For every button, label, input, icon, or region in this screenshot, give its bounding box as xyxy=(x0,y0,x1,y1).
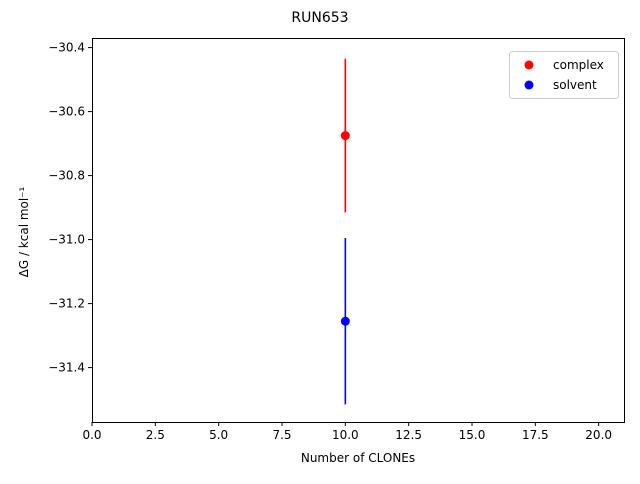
legend-frame xyxy=(509,51,619,99)
legend-items: complex solvent xyxy=(524,58,604,92)
x-tick-label: 0.0 xyxy=(82,428,101,442)
y-tick-label: −31.4 xyxy=(48,361,85,375)
x-tick-label: 7.5 xyxy=(272,428,291,442)
legend: complex solvent xyxy=(509,51,619,99)
y-tick-label: −31.2 xyxy=(48,297,85,311)
x-tick-label: 2.5 xyxy=(146,428,165,442)
y-tick-label: −30.6 xyxy=(48,105,85,119)
marks-layer xyxy=(340,58,350,405)
legend-marker-solvent xyxy=(524,80,534,90)
x-axis-label: Number of CLONEs xyxy=(301,451,415,465)
complex-point xyxy=(340,131,350,141)
y-tick-label: −30.4 xyxy=(48,41,85,55)
legend-marker-complex xyxy=(524,60,534,70)
x-tick-label: 20.0 xyxy=(585,428,612,442)
y-tick-label: −31.0 xyxy=(48,233,85,247)
x-tick-label: 17.5 xyxy=(522,428,549,442)
x-axis: 0.0 2.5 5.0 7.5 10.0 12.5 15.0 17.5 20.0 xyxy=(82,422,612,442)
y-axis-label: ΔG / kcal mol⁻¹ xyxy=(17,186,31,277)
x-tick-label: 15.0 xyxy=(459,428,486,442)
y-axis: −31.4 −31.2 −31.0 −30.8 −30.6 −30.4 xyxy=(48,41,92,375)
x-tick-label: 10.0 xyxy=(332,428,359,442)
y-tick-label: −30.8 xyxy=(48,169,85,183)
solvent-point xyxy=(340,316,350,326)
legend-label-solvent: solvent xyxy=(553,78,597,92)
plot-area xyxy=(92,38,625,423)
chart-title: RUN653 xyxy=(291,10,348,26)
x-tick-label: 12.5 xyxy=(395,428,422,442)
axes-frame xyxy=(92,38,625,423)
x-tick-label: 5.0 xyxy=(209,428,228,442)
legend-label-complex: complex xyxy=(553,58,604,72)
